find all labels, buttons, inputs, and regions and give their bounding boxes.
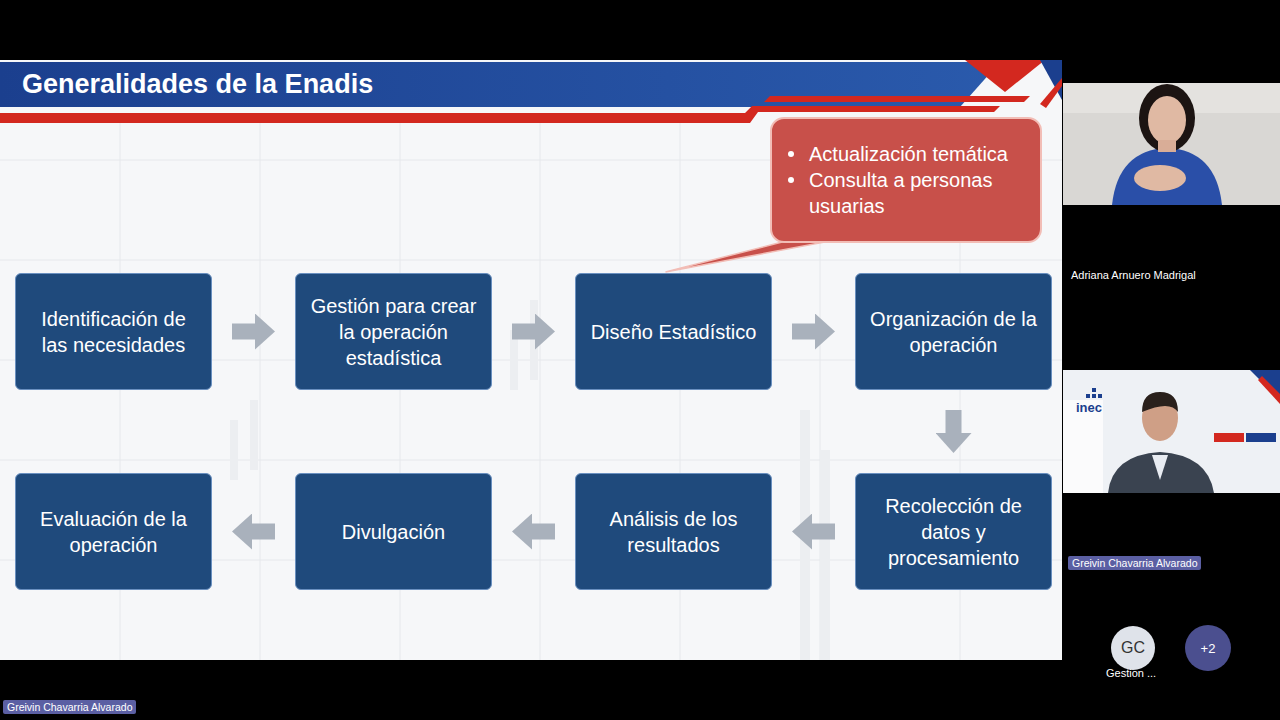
process-box: Divulgación	[295, 473, 492, 590]
box-text: Identificación de las necesidades	[26, 306, 201, 358]
participant-name: Adriana Arnuero Madrigal	[1071, 269, 1196, 281]
flow-arrow	[526, 524, 555, 540]
avatar-initials: GC	[1111, 626, 1155, 670]
participant-name: Gestion ...	[1106, 667, 1156, 679]
video-corner	[1258, 376, 1280, 404]
more-participants: +2	[1185, 625, 1231, 671]
bullet-dot	[788, 151, 794, 157]
corner-stripe	[1040, 78, 1062, 108]
process-box: Organización de la operación	[855, 273, 1052, 390]
banner-chip	[1214, 433, 1244, 442]
slide-title: Generalidades de la Enadis	[22, 64, 373, 104]
bullet-text: Actualización temática	[809, 141, 1008, 167]
logo-text: inec	[1076, 400, 1102, 415]
flow-arrow	[246, 524, 275, 540]
logo-mark	[1086, 388, 1102, 398]
flow-arrow	[512, 324, 541, 340]
box-text: Diseño Estadístico	[591, 319, 757, 345]
video-tile	[1063, 370, 1280, 493]
box-text: Gestión para crear la operación estadíst…	[306, 293, 481, 371]
banner-chip	[1246, 433, 1276, 442]
process-box: Recolección de datos y procesamiento	[855, 473, 1052, 590]
flow-arrow	[946, 410, 962, 439]
process-box: Análisis de los resultados	[575, 473, 772, 590]
process-box: Identificación de las necesidades	[15, 273, 212, 390]
bullet-text: Consulta a personas usuarias	[809, 167, 1026, 219]
box-text: Evaluación de la operación	[26, 506, 201, 558]
box-text: Organización de la operación	[866, 306, 1041, 358]
process-box: Gestión para crear la operación estadíst…	[295, 273, 492, 390]
box-text: Recolección de datos y procesamiento	[866, 493, 1041, 571]
flow-arrow	[232, 324, 261, 340]
flow-arrow	[792, 324, 821, 340]
process-box: Evaluación de la operación	[15, 473, 212, 590]
flow-arrow	[806, 524, 835, 540]
name-tag: Greivin Chavarria Alvarado	[3, 700, 136, 714]
callout-bubble: Actualización temáticaConsulta a persona…	[770, 117, 1042, 243]
logo-panel	[1063, 400, 1103, 493]
box-text: Divulgación	[342, 519, 445, 545]
bullet-item: Consulta a personas usuarias	[786, 167, 1026, 219]
red-stripe-thin	[764, 96, 1030, 102]
person-figure	[1112, 84, 1222, 205]
video-tile	[1063, 83, 1280, 205]
name-tag: Greivin Chavarria Alvarado	[1068, 556, 1201, 570]
slide-ground	[0, 60, 1062, 660]
person-figure	[1108, 392, 1214, 493]
process-box: Diseño Estadístico	[575, 273, 772, 390]
bullet-dot	[788, 177, 794, 183]
box-text: Análisis de los resultados	[586, 506, 761, 558]
callout-tail	[666, 241, 831, 272]
corner-triangle-red	[965, 60, 1045, 92]
bullet-item: Actualización temática	[786, 141, 1008, 167]
